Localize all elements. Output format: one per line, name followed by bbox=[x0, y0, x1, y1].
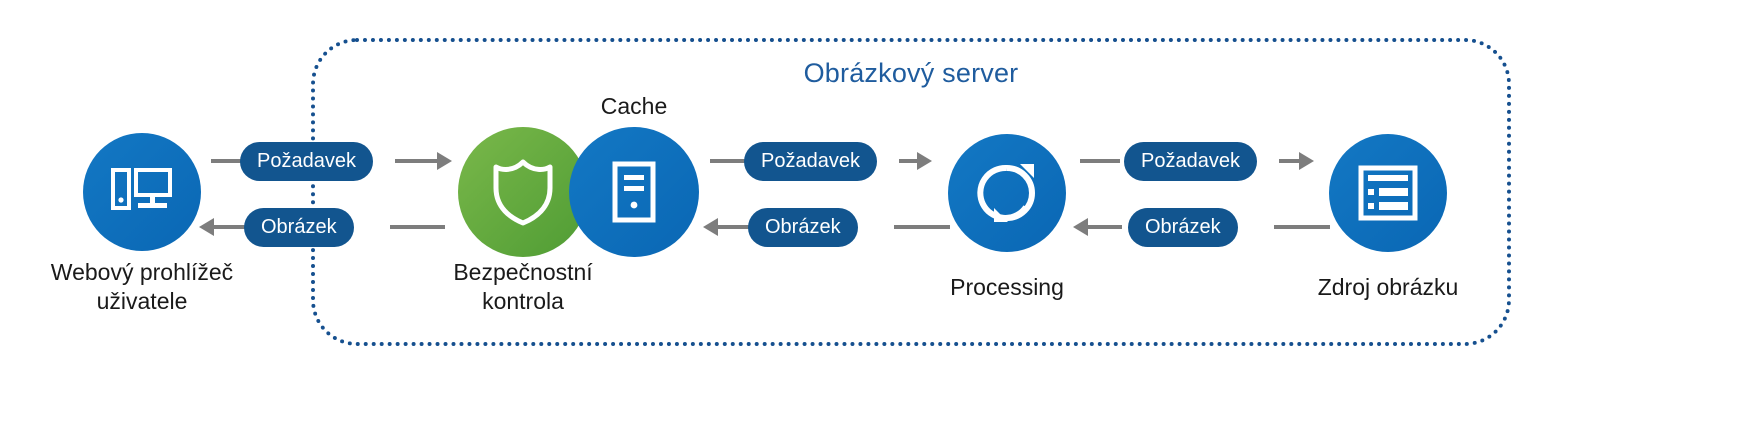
response-line-left-2 bbox=[718, 225, 750, 229]
desktop-computer-icon bbox=[111, 166, 173, 218]
request-line-left-3 bbox=[1080, 159, 1120, 163]
response-arrowhead-1 bbox=[199, 218, 214, 236]
request-line-left-2 bbox=[710, 159, 748, 163]
request-arrowhead-2 bbox=[917, 152, 932, 170]
response-line-left-1 bbox=[214, 225, 248, 229]
sync-refresh-icon bbox=[974, 160, 1040, 226]
response-arrowhead-3 bbox=[1073, 218, 1088, 236]
security-node-circle[interactable] bbox=[458, 127, 588, 257]
request-line-left-1 bbox=[211, 159, 244, 163]
cache-node-label: Cache bbox=[600, 93, 668, 119]
server-tower-icon bbox=[612, 161, 656, 223]
response-line-right-1 bbox=[390, 225, 445, 229]
security-node-label: Bezpečnostní kontrola bbox=[453, 259, 593, 314]
processing-node-circle[interactable] bbox=[948, 134, 1066, 252]
shield-icon bbox=[491, 158, 555, 226]
request-pill-2[interactable]: Požadavek bbox=[744, 142, 877, 181]
response-line-right-2 bbox=[894, 225, 950, 229]
response-line-right-3 bbox=[1274, 225, 1330, 229]
source-node-label: Zdroj obrázku bbox=[1317, 274, 1459, 300]
request-arrowhead-1 bbox=[437, 152, 452, 170]
browser-node-label: Webový prohlížeč uživatele bbox=[50, 259, 234, 314]
response-pill-1[interactable]: Obrázek bbox=[244, 208, 354, 247]
processing-node-label: Processing bbox=[950, 274, 1064, 300]
request-pill-3[interactable]: Požadavek bbox=[1124, 142, 1257, 181]
server-boundary-frame bbox=[311, 38, 1511, 346]
request-pill-1[interactable]: Požadavek bbox=[240, 142, 373, 181]
response-pill-3[interactable]: Obrázek bbox=[1128, 208, 1238, 247]
cache-node-circle[interactable] bbox=[569, 127, 699, 257]
request-line-right-1 bbox=[395, 159, 437, 163]
window-list-icon bbox=[1358, 165, 1418, 221]
request-arrowhead-3 bbox=[1299, 152, 1314, 170]
response-arrowhead-2 bbox=[703, 218, 718, 236]
request-line-right-3 bbox=[1279, 159, 1301, 163]
response-pill-2[interactable]: Obrázek bbox=[748, 208, 858, 247]
browser-node-circle[interactable] bbox=[83, 133, 201, 251]
response-line-left-3 bbox=[1088, 225, 1122, 229]
server-title: Obrázkový server bbox=[803, 58, 1019, 88]
source-node-circle[interactable] bbox=[1329, 134, 1447, 252]
request-line-right-2 bbox=[899, 159, 919, 163]
